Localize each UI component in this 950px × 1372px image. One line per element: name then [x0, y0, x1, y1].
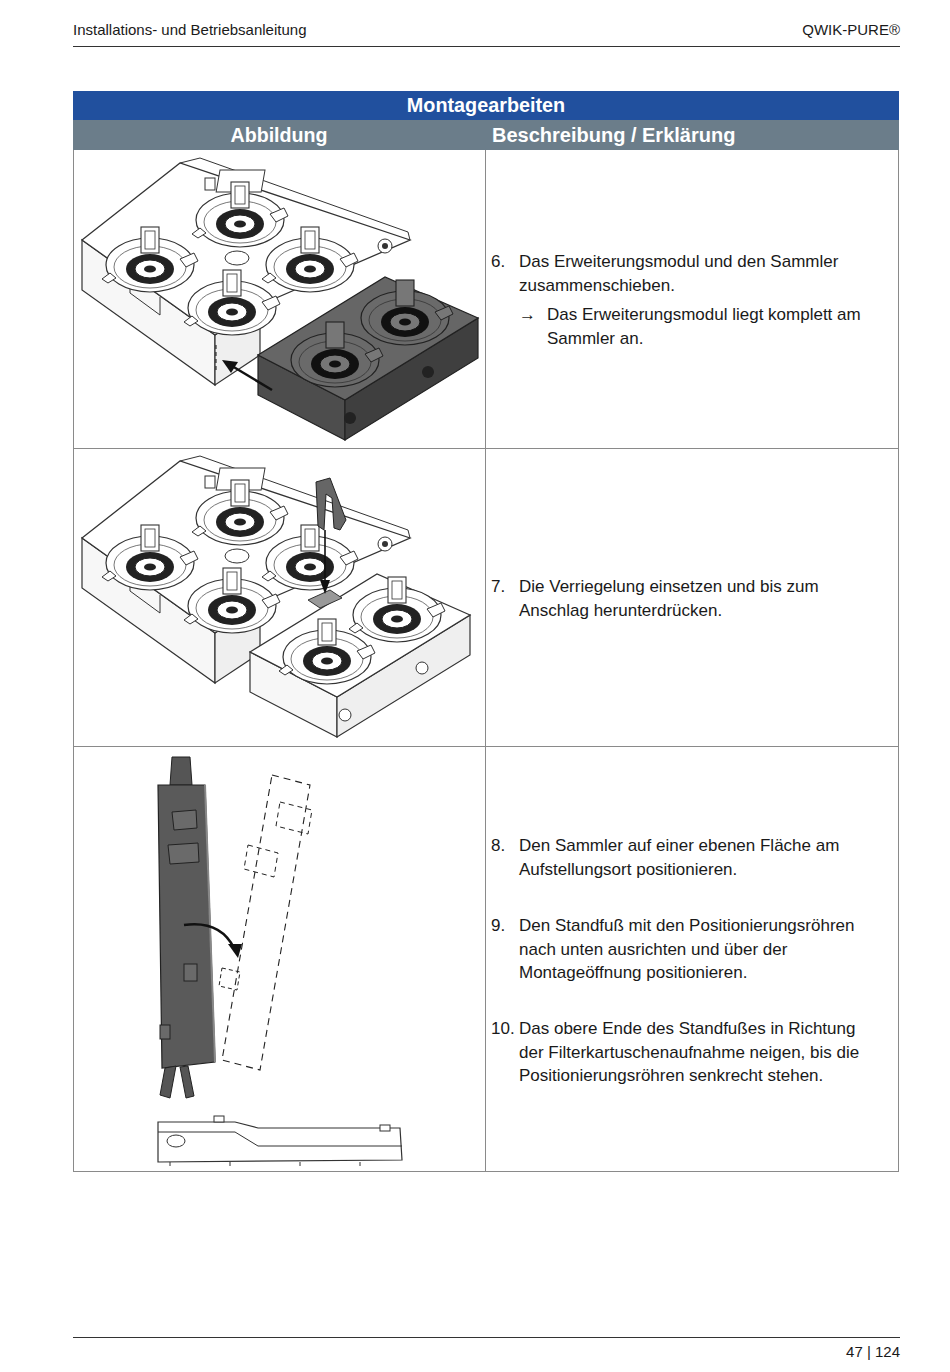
step-number: 8.	[491, 834, 519, 858]
header-text: Montagearbeiten	[73, 91, 899, 120]
step-text: Den Standfuß mit den Positionierungsröhr…	[519, 914, 881, 985]
step-number: 9.	[491, 914, 519, 938]
header-text: Beschreibung / Erklärung	[492, 120, 735, 150]
step-text: Das obere Ende des Standfußes in Richtun…	[519, 1017, 881, 1088]
step-number: 10.	[491, 1017, 519, 1041]
description-cell: 7.Die Verriegelung einsetzen und bis zum…	[485, 448, 898, 746]
step-text: Den Sammler auf einer ebenen Fläche am A…	[519, 834, 881, 881]
header-text: Abbildung	[73, 120, 485, 150]
step-text: Die Verriegelung einsetzen und bis zum A…	[519, 575, 881, 622]
step-number: 6.	[491, 250, 519, 274]
page-number: 47 | 124	[846, 1343, 900, 1360]
running-header: QWIK-PURE®	[802, 21, 900, 38]
running-header: Installations- und Betriebsanleitung	[73, 21, 306, 38]
column-header: Beschreibung / Erklärung	[485, 120, 899, 150]
step-text: Das Erweiterungsmodul liegt komplett am …	[547, 303, 881, 350]
description-cell: 6.Das Erweiterungsmodul und den Sammler …	[485, 150, 898, 448]
step-number: →	[519, 303, 545, 327]
table-title-band: Montagearbeiten	[73, 91, 899, 120]
step-text: Das Erweiterungsmodul und den Sammler zu…	[519, 250, 881, 297]
description-cell: 8.Den Sammler auf einer ebenen Fläche am…	[485, 746, 898, 1172]
column-header: Abbildung	[73, 120, 485, 150]
step-number: 7.	[491, 575, 519, 599]
